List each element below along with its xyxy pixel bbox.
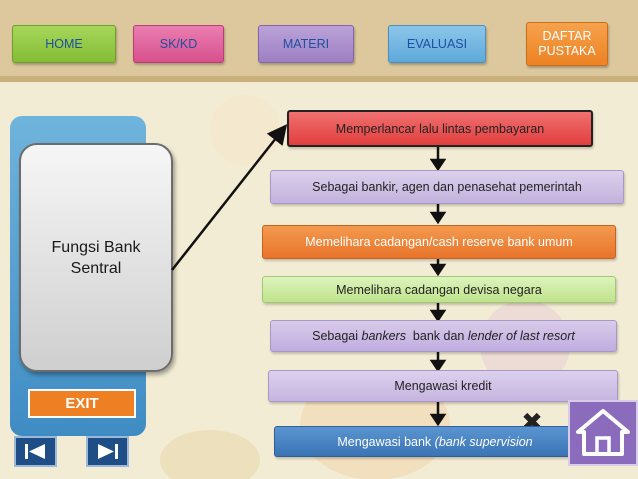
step-cadangan-devisa: Memelihara cadangan devisa negara [262,276,616,303]
step5-italic-bankers: bankers [361,329,406,343]
nav-evaluasi-label: EVALUASI [406,36,468,51]
nav-evaluasi-button[interactable]: EVALUASI [388,25,486,63]
nav-daftar-label: DAFTAR [542,29,592,43]
step-label: Mengawasi kredit [394,379,492,393]
skip-previous-icon [25,444,45,459]
bokeh-decoration [160,430,260,479]
house-icon [576,409,630,456]
step5-mid: bank dan [405,329,468,343]
step7-italic: (bank supervision [434,434,533,449]
nav-skkd-label: SK/KD [159,36,198,51]
nav-skkd-button[interactable]: SK/KD [133,25,224,63]
step-label: Memelihara cadangan/cash reserve bank um… [305,235,573,249]
step7-prefix: Mengawasi bank [337,434,435,449]
step-mengawasi-kredit: Mengawasi kredit [268,370,618,402]
topic-title-line1: Fungsi Bank [51,238,141,256]
step-cadangan-cash: Memelihara cadangan/cash reserve bank um… [262,225,616,259]
nav-home-button[interactable]: HOME [12,25,116,63]
nav-materi-button[interactable]: MATERI [258,25,354,63]
nav-pustaka-label: PUSTAKA [538,44,596,58]
step5-italic-lender: lender of last resort [467,329,575,343]
step-bankir-pemerintah: Sebagai bankir, agen dan penasehat pemer… [270,170,624,204]
exit-label: EXIT [65,395,99,412]
nav-daftar-pustaka-button[interactable]: DAFTAR PUSTAKA [526,22,608,66]
banner-divider [0,76,638,82]
step5-prefix: Sebagai [312,329,362,343]
step-label: Sebagai bankir, agen dan penasehat pemer… [312,180,582,194]
topic-box: Fungsi Bank Sentral [19,143,173,372]
step-bankers-bank: Sebagai bankers bank dan lender of last … [270,320,617,352]
step-label: Memelihara cadangan devisa negara [336,282,542,297]
step-mengawasi-bank: Mengawasi bank (bank supervision [274,426,596,457]
topic-title-line2: Sentral [70,259,122,277]
exit-button[interactable]: EXIT [28,389,136,418]
nav-home-label: HOME [45,36,83,51]
nav-materi-label: MATERI [282,36,330,51]
next-button[interactable] [86,436,129,467]
home-button[interactable] [568,400,638,466]
previous-button[interactable] [14,436,57,467]
step-memperlancar: Memperlancar lalu lintas pembayaran [287,110,593,147]
skip-next-icon [98,444,118,459]
step-label: Memperlancar lalu lintas pembayaran [335,121,545,136]
